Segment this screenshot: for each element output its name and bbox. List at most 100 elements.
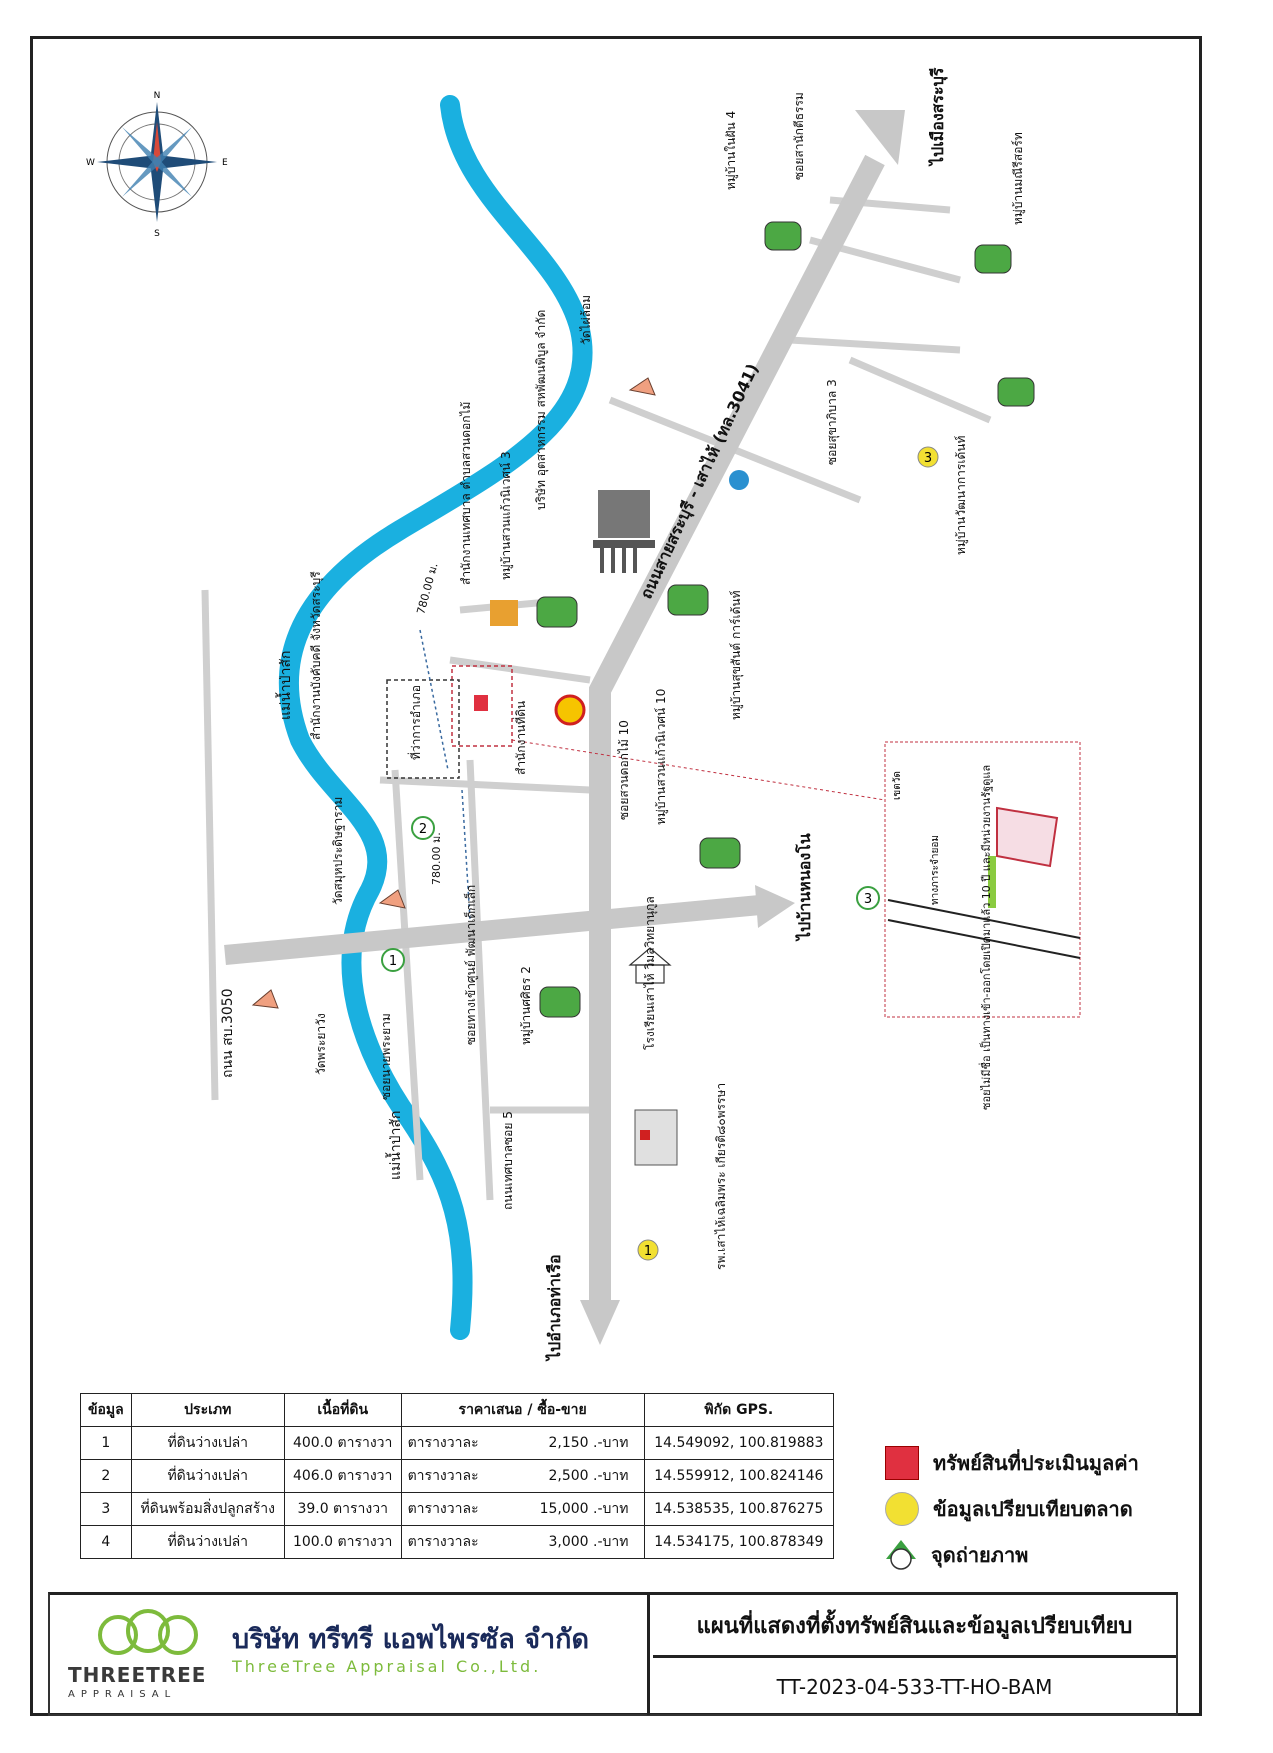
compass-rose-icon: N S E W xyxy=(86,91,228,239)
cell-type: ที่ดินว่างเปล่า xyxy=(130,1459,285,1493)
cell-type: ที่ดินพร้อมสิ่งปลูกสร้าง xyxy=(130,1492,285,1526)
cell-no: 4 xyxy=(80,1525,132,1559)
school-icon xyxy=(628,947,672,984)
house-icons xyxy=(536,221,1035,1018)
label-wat-samakkhi: วัดสมุหประดิษฐาราม xyxy=(331,797,346,905)
label-soi-san-kittitham: ซอยสานักตีธรรม xyxy=(792,92,806,180)
label-to-ban-nong-no: ไปบ้านหนองโน xyxy=(794,833,814,942)
cell-price-unit: ตารางวาละ xyxy=(407,1435,479,1451)
cell-price-currency: .-บาท xyxy=(593,1534,629,1550)
company-name-thai: บริษัท ทรีทรี แอพไพรซัล จำกัด xyxy=(232,1624,590,1655)
main-roads xyxy=(224,110,905,1345)
legend-comparable: ข้อมูลเปรียบเทียบตลาด xyxy=(885,1486,1205,1532)
compass-west-label: W xyxy=(86,158,95,168)
label-road-3050: ถนน สบ.3050 xyxy=(220,988,236,1078)
col-header-price: ราคาเสนอ / ซื้อ-ขาย xyxy=(400,1393,645,1427)
temple-icons xyxy=(251,377,656,1009)
compass-north-label: N xyxy=(154,91,161,101)
cell-area: 406.0 ตารางวา xyxy=(283,1459,402,1493)
table-header-row: ข้อมูล ประเภท เนื้อที่ดิน ราคาเสนอ / ซื้… xyxy=(80,1393,835,1427)
photo-point-1-label: 1 xyxy=(389,954,397,969)
label-wat-pho-yen: วัดพระยาวัง xyxy=(314,1013,328,1075)
photo-point-2-label: 2 xyxy=(419,822,427,837)
cell-price-unit: ตารางวาละ xyxy=(407,1501,479,1517)
inset-map: ทางภาระจำยอม เขตวัด xyxy=(884,741,1081,1018)
comparable-data-table: ข้อมูล ประเภท เนื้อที่ดิน ราคาเสนอ / ซื้… xyxy=(80,1393,835,1559)
cell-area: 400.0 ตารางวา xyxy=(283,1426,402,1460)
hospital-icon xyxy=(634,1109,678,1166)
label-village-mani-resort: หมู่บ้านมณีรีสอร์ท xyxy=(1011,132,1026,225)
cell-price: ตารางวาละ 15,000 .-บาท xyxy=(400,1492,645,1526)
label-to-saraburi: ไปเมืองสระบุรี xyxy=(928,67,948,167)
cell-area: 39.0 ตารางวา xyxy=(283,1492,402,1526)
subject-property-marker xyxy=(386,665,886,801)
compass-east-label: E xyxy=(222,158,228,168)
col-header-no: ข้อมูล xyxy=(80,1393,132,1427)
logo-wordmark: THREETREE xyxy=(68,1663,207,1687)
company-block: THREETREE APPRAISAL บริษัท ทรีทรี แอพไพร… xyxy=(50,1595,650,1715)
compass-south-label: S xyxy=(154,229,160,239)
cell-gps: 14.534175, 100.878349 xyxy=(643,1525,835,1559)
col-header-type: ประเภท xyxy=(130,1393,285,1427)
label-school: โรงเรียนเสาไห้ วิมลวิทยานุกูล xyxy=(643,896,658,1050)
label-factory: บริษัท อุตสาหกรรม สหพัฒนพิบูล จำกัด xyxy=(534,310,549,510)
table-row: 4 ที่ดินว่างเปล่า 100.0 ตารางวา ตารางวาล… xyxy=(80,1525,835,1559)
label-inset-note: ซอยไม่มีชื่อ เป็นทางเข้า-ออกโดยเปิดมาแล้… xyxy=(978,765,993,1110)
river xyxy=(278,95,593,1340)
cell-gps: 14.538535, 100.876275 xyxy=(643,1492,835,1526)
cell-price-value: 3,000 xyxy=(548,1534,589,1550)
label-area-office: ที่ว่าการอำเภอ xyxy=(407,685,423,760)
table-row: 3 ที่ดินพร้อมสิ่งปลูกสร้าง 39.0 ตารางวา … xyxy=(80,1492,835,1526)
comparable-3-label: 3 xyxy=(924,451,932,466)
factory-icon xyxy=(593,490,655,573)
office-building-icon xyxy=(490,600,518,626)
cell-no: 1 xyxy=(80,1426,132,1460)
inset-neighbor-label: เขตวัด xyxy=(892,771,903,800)
legend-subject: ทรัพย์สินที่ประเมินมูลค่า xyxy=(885,1440,1205,1486)
document-number: TT-2023-04-533-TT-HO-BAM xyxy=(776,1674,1053,1699)
map-text-labels: ไปเมืองสระบุรี ถนนสายสระบุรี - เสาไห้ (ท… xyxy=(220,67,1026,1362)
label-river-top: แม่น้ำป่าสัก xyxy=(275,651,294,720)
cell-price-currency: .-บาท xyxy=(593,1435,629,1451)
label-village-2: หมู่บ้านศศิธร 2 xyxy=(519,966,534,1045)
label-subdistrict-office: สำนักงานเทศบาล ตำบลสวนดอกไม้ xyxy=(459,402,473,585)
cell-gps: 14.549092, 100.819883 xyxy=(643,1426,835,1460)
cell-price-unit: ตารางวาละ xyxy=(407,1468,479,1484)
label-district-office: สำนักงานบังคับคดี จังหวัดสระบุรี xyxy=(309,571,324,740)
label-soi-suan-dok-mai-10: ซอยสวนดอกไม้ 10 xyxy=(617,720,631,820)
label-village-nongyao-3: หมู่บ้านสวนแก้วนิเวศน์ 3 xyxy=(499,451,514,580)
label-to-tharuea: ไปอำเภอท่าเรือ xyxy=(545,1254,564,1362)
label-soi-child-center: ซอยทางเข้าศูนย์ พัฒนาเด็กเล็ก xyxy=(463,885,479,1045)
comparable-markers: 1 3 xyxy=(637,446,939,1261)
table-row: 2 ที่ดินว่างเปล่า 406.0 ตารางวา ตารางวาล… xyxy=(80,1459,835,1493)
map-legend: ทรัพย์สินที่ประเมินมูลค่า ข้อมูลเปรียบเท… xyxy=(885,1440,1205,1578)
legend-photo-point: จุดถ่ายภาพ xyxy=(885,1532,1205,1578)
label-distance-780-top: 780.00 ม. xyxy=(414,561,440,615)
label-land-office: สำนักงานที่ดิน xyxy=(512,701,528,775)
label-wat-phai-lom: วัดไผ่ล้อม xyxy=(579,295,593,345)
label-soi-thetsaban-5: ถนนเทศบาลซอย 5 xyxy=(501,1111,515,1210)
label-soi-nai-phrayam: ซอยนายพระยาม xyxy=(379,1013,393,1100)
cell-price-unit: ตารางวาละ xyxy=(407,1534,479,1550)
cell-price-value: 15,000 xyxy=(539,1501,589,1517)
label-village-nongyao-10: หมู่บ้านสวนแก้วนิเวศน์ 10 xyxy=(654,689,669,825)
cell-price-currency: .-บาท xyxy=(593,1468,629,1484)
bank-icon xyxy=(729,470,749,490)
legend-photo-point-label: จุดถ่ายภาพ xyxy=(931,1543,1029,1567)
label-distance-780-bottom: 780.00 ม. xyxy=(430,832,443,885)
cell-price-currency: .-บาท xyxy=(593,1501,629,1517)
gas-station-icon xyxy=(554,694,586,726)
photo-point-icon xyxy=(885,1539,917,1571)
label-soi-sukhaphiban-3: ซอยสุขาภิบาล 3 xyxy=(825,379,840,465)
label-river-bottom: แม่น้ำป่าสัก xyxy=(385,1111,404,1180)
col-header-gps: พิกัด GPS. xyxy=(643,1393,835,1427)
logo-subtitle: APPRAISAL xyxy=(68,1689,177,1700)
cell-no: 2 xyxy=(80,1459,132,1493)
yellow-circle-icon xyxy=(885,1492,919,1526)
location-map: N S E W xyxy=(86,67,1081,1362)
map-title: แผนที่แสดงที่ตั้งทรัพย์สินและข้อมูลเปรีย… xyxy=(653,1595,1176,1658)
table-row: 1 ที่ดินว่างเปล่า 400.0 ตารางวา ตารางวาล… xyxy=(80,1426,835,1460)
cell-type: ที่ดินว่างเปล่า xyxy=(130,1525,285,1559)
label-hospital: รพ.เสาไห้เฉลิมพระ เกียรติ๘๐พรรษา xyxy=(714,1083,728,1270)
